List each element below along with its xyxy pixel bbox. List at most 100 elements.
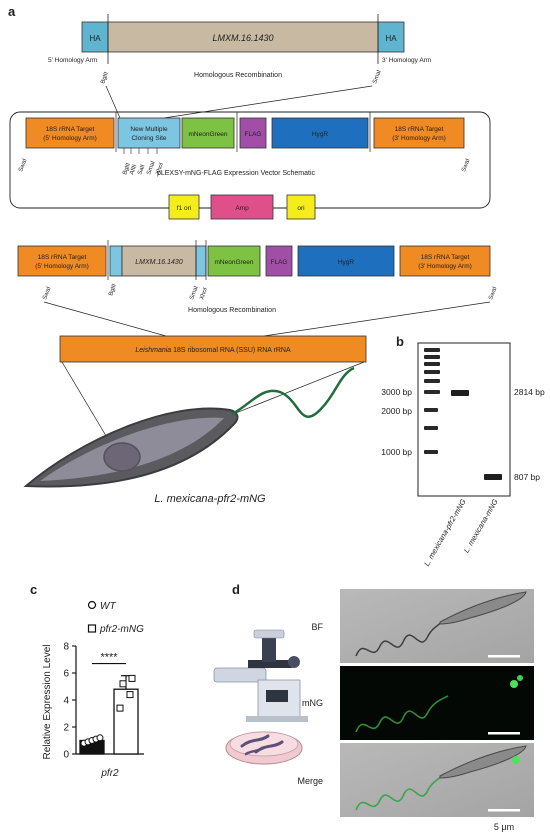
insert-block-flag (265, 245, 293, 277)
lane-label-1: L. mexicana-pfr2-mNG (422, 497, 468, 567)
bar-pfr2-mng (113, 688, 139, 755)
insert-mng-label: mNeonGreen (214, 259, 253, 266)
swai-right-vector: SwaI (461, 158, 471, 173)
petri-dish-illustration (225, 731, 303, 765)
insert-mcs-right (195, 245, 207, 277)
ladder-band (424, 408, 438, 412)
ladder-band (424, 426, 438, 430)
vector-3arm-l2: (3' Homology Arm) (392, 135, 446, 142)
ha-right-label: HA (385, 34, 397, 43)
swai-left-vector: SwaI (18, 158, 28, 173)
recombination-label-2: Homologous Recombination (188, 307, 276, 314)
ladder-band (424, 355, 440, 359)
panel-label-a: a (8, 4, 16, 19)
f1-ori-box (168, 194, 200, 220)
ladder-band (424, 362, 440, 366)
band-807 (484, 474, 502, 480)
ori-label: ori (297, 205, 304, 212)
gel-image (417, 342, 511, 497)
insert-block-gene (121, 245, 197, 277)
insert-construct: 18S rRNA Target (5' Homology Arm) LMXM.1… (17, 240, 499, 314)
merge-image (340, 743, 534, 817)
point-wt (96, 734, 104, 742)
vector-5arm-l1: 18S rRNA Target (46, 126, 95, 133)
top-construct: HA LMXM.16.1430 HA 5' Homology Arm 3' Ho… (48, 14, 431, 85)
ori-box (286, 194, 316, 220)
insert-5arm-l1: 18S rRNA Target (38, 254, 87, 261)
vector-block-mng (181, 117, 235, 149)
y-tick-label: 2 (63, 723, 69, 734)
vector-flag-label: FLAG (245, 131, 262, 138)
vector-block-hygr (271, 117, 369, 149)
site-smai-top: SmaI (372, 69, 383, 85)
ladder-label-2000: 2000 bp (381, 406, 412, 416)
arm-right-label: 3' Homology Arm (382, 57, 431, 64)
amp-box (210, 194, 274, 220)
panel-label-c: c (30, 582, 37, 597)
vector-block-mcs (117, 117, 181, 149)
vector-block-5arm (25, 117, 115, 149)
insert-block-5arm (17, 245, 107, 277)
ha-left-box (81, 21, 109, 53)
site-bglii-top: BglII (100, 71, 110, 85)
ssu-locus-label: Leishmania 18S ribosomal RNA (SSU) RNA r… (135, 347, 291, 354)
vector-5arm-l2: (5' Homology Arm) (43, 135, 97, 142)
mcs-site-xhoi: XhoI (155, 162, 165, 176)
leishmania-cell-illustration (23, 366, 355, 488)
organism-label: L. mexicana-pfr2-mNG (154, 493, 266, 505)
legend-wt-marker (87, 600, 97, 610)
y-tick-label: 8 (63, 642, 69, 653)
gene-box (107, 21, 379, 53)
microscope-illustration (213, 629, 308, 722)
recombination-label-1: Homologous Recombination (194, 72, 282, 79)
vector-mcs-l1: New Multiple (130, 126, 168, 133)
vector-map: 18S rRNA Target (5' Homology Arm) New Mu… (9, 111, 491, 220)
row-label-merge: Merge (297, 776, 323, 786)
gene-label: LMXM.16.1430 (212, 33, 273, 43)
band-2814 (451, 390, 469, 396)
bf-image (340, 589, 534, 663)
vector-3arm-l1: 18S rRNA Target (395, 126, 444, 133)
y-tick-label: 4 (63, 696, 69, 707)
y-tick-label: 0 (63, 750, 69, 761)
scale-bar-label: 5 μm (494, 822, 514, 832)
ha-left-label: HA (89, 34, 101, 43)
legend-pfr2-label: pfr2-mNG (99, 624, 144, 635)
point-pfr2-mng (126, 691, 134, 699)
row-label-bf: BF (311, 622, 323, 632)
vector-name: pLEXSY-mNG-FLAG Expression Vector Schema… (157, 170, 316, 177)
insert-mcs-left (109, 245, 123, 277)
amp-label: Amp (235, 205, 249, 212)
insert-3arm-l1: 18S rRNA Target (421, 254, 470, 261)
panel-label-b: b (396, 334, 404, 349)
insert-block-3arm (399, 245, 491, 277)
nucleus (103, 442, 141, 472)
mcs-site-sali: SalI (137, 164, 146, 176)
band-label-2814: 2814 bp (514, 387, 545, 397)
band-label-807: 807 bp (514, 472, 540, 482)
ssu-locus-box (59, 335, 367, 363)
ha-right-box (377, 21, 405, 53)
insert-block-hygr (297, 245, 395, 277)
insert-gene-label: LMXM.16.1430 (135, 259, 183, 266)
vector-block-flag (239, 117, 267, 149)
row-label-mng: mNG (302, 698, 323, 708)
mcs-site-smai: SmaI (146, 160, 157, 176)
x-axis-label: pfr2 (100, 768, 119, 779)
legend-wt-label: WT (100, 601, 116, 612)
vector-block-3arm (373, 117, 465, 149)
vector-mng-label: mNeonGreen (188, 131, 227, 138)
flagellum (231, 366, 355, 418)
arm-left-label: 5' Homology Arm (48, 57, 97, 64)
y-axis-label: Relative Expression Level (42, 644, 53, 759)
vector-hygr-label: HygR (312, 131, 329, 138)
swai-left-insert: SwaI (42, 286, 52, 301)
ladder-band (424, 348, 440, 352)
mcs-site-bglii: BglII (122, 162, 132, 176)
ladder-band (424, 379, 440, 383)
legend: WT pfr2-mNG (87, 600, 144, 635)
mng-image (340, 666, 534, 740)
